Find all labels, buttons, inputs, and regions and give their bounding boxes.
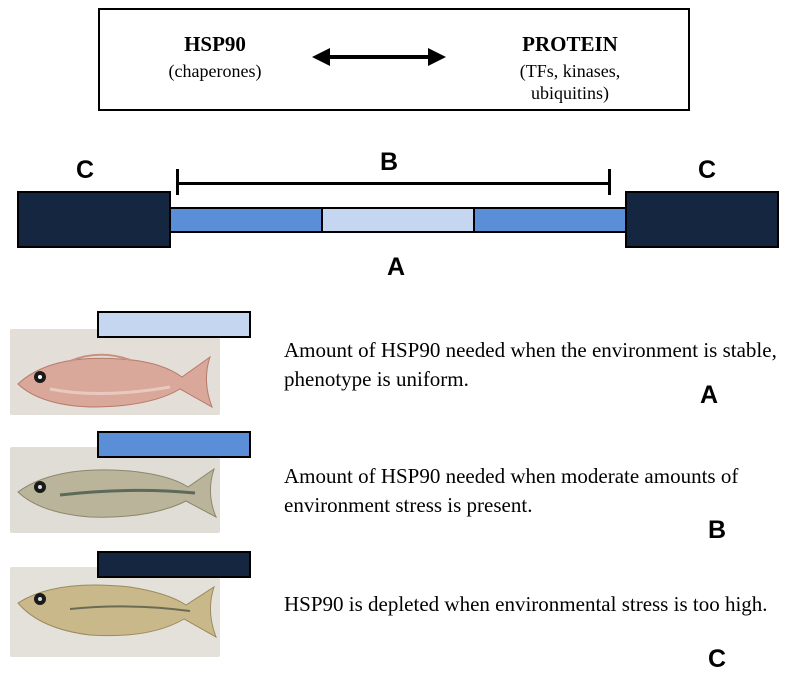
fish-icon [17,467,217,519]
fish-photo-b [10,447,220,533]
interaction-box [98,8,690,111]
moderate-segment-left [169,207,323,233]
level-bar-depleted [97,551,251,578]
depleted-block-left [17,191,171,248]
level-bar-stable [97,311,251,338]
letter-a: A [700,381,719,409]
letter-c: C [708,645,727,673]
moderate-segment-right [473,207,627,233]
label-c-right: C [698,156,717,184]
letter-b: B [708,516,727,544]
hsp90-title: HSP90 [184,32,246,56]
description-b: Amount of HSP90 needed when moderate amo… [284,464,739,517]
fish-icon [17,353,213,409]
protein-subtitle-line2: ubiquitins) [530,83,609,103]
label-c-left: C [76,156,95,184]
description-c: HSP90 is depleted when environmental str… [284,592,768,616]
protein-title: PROTEIN [522,32,618,56]
hsp90-subtitle: (chaperones) [168,61,262,81]
protein-subtitle-line1: (TFs, kinases, [519,61,621,81]
description-a: Amount of HSP90 needed when the environm… [284,338,777,391]
level-bar-moderate [97,431,251,458]
double-arrow-icon [312,48,446,66]
fish-photo-a [10,329,220,415]
fish-icon [17,584,217,639]
protein-subtitle: (TFs, kinases, ubiquitins) [495,60,645,104]
bracket-right-tick [608,169,611,195]
label-b: B [380,148,399,176]
bracket-left-tick [176,169,179,195]
bracket-line [178,182,611,185]
fish-photo-c [10,567,220,657]
stable-segment-center [321,207,475,233]
depleted-block-right [625,191,779,248]
label-a: A [387,253,406,281]
